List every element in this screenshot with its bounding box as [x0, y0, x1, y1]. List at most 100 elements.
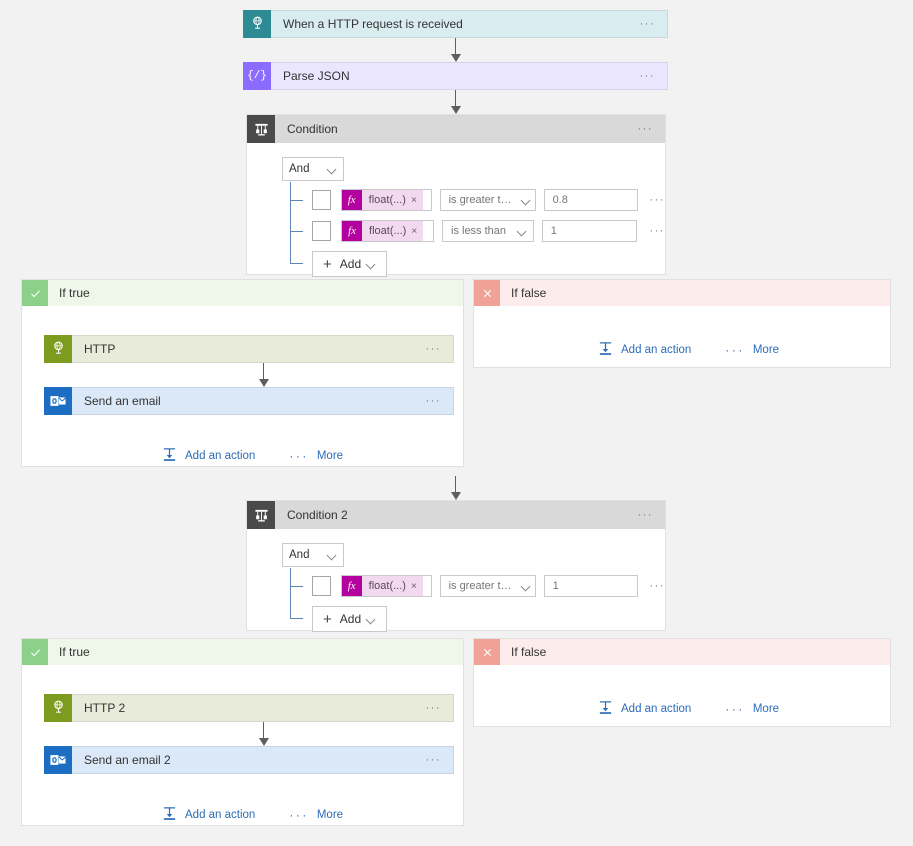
- more-dots-icon: ···: [725, 702, 745, 716]
- condition-1-row-1-operator-value: is greater than o...: [448, 194, 516, 206]
- parse-json-title: Parse JSON: [283, 69, 350, 83]
- condition-2-row-1-operator-value: is greater than o...: [448, 580, 516, 592]
- condition-1-title: Condition: [287, 122, 338, 136]
- trigger-title: When a HTTP request is received: [283, 17, 463, 31]
- add-action-icon: [162, 447, 177, 465]
- action-card-http-2[interactable]: HTTP 2 ···: [44, 693, 454, 722]
- action-card-send-email-2[interactable]: Send an email 2 ···: [44, 745, 454, 774]
- send-email-action-menu-button[interactable]: ···: [425, 395, 441, 407]
- condition-2-row-1-value-input[interactable]: 1: [543, 575, 638, 597]
- condition-2-rail: [290, 568, 291, 618]
- add-action-icon: [598, 700, 613, 718]
- more-button[interactable]: ··· More: [289, 809, 343, 821]
- condition-1-logic-operator-value: And: [289, 163, 310, 175]
- condition-2-logic-operator-select[interactable]: And: [282, 543, 344, 567]
- condition-2-add-button[interactable]: + Add: [312, 606, 388, 632]
- add-an-action-button[interactable]: Add an action: [598, 700, 691, 718]
- condition-1-logic-operator-select[interactable]: And: [282, 157, 344, 181]
- condition-2-row-1-checkbox[interactable]: [312, 576, 331, 596]
- trigger-menu-button[interactable]: ···: [639, 18, 655, 30]
- condition-1-row-1: fx float(...) × is greater than o... 0.8…: [290, 188, 665, 212]
- condition-1-add-label: Add: [339, 257, 362, 271]
- condition-1-row-2-menu-button[interactable]: ···: [649, 225, 665, 237]
- add-an-action-button[interactable]: Add an action: [598, 341, 691, 359]
- http-action-title: HTTP: [84, 342, 116, 356]
- condition-1-add-button[interactable]: + Add: [312, 251, 388, 277]
- condition-1-if-true-scope: If true HTTP ···: [21, 279, 464, 467]
- more-dots-icon: ···: [725, 343, 745, 357]
- condition-2-row-1-left-operand[interactable]: fx float(...) ×: [340, 575, 432, 597]
- condition-1-row-1-left-operand[interactable]: fx float(...) ×: [340, 189, 432, 211]
- condition-scope-1: Condition ··· And fx float(...) ×: [246, 114, 666, 277]
- condition-1-row-1-checkbox[interactable]: [312, 190, 331, 210]
- send-email-2-action-title: Send an email 2: [84, 753, 171, 767]
- http-action-menu-button[interactable]: ···: [425, 343, 441, 355]
- condition-2-if-false-body: Add an action ··· More: [474, 665, 890, 726]
- add-an-action-button[interactable]: Add an action: [162, 806, 255, 824]
- close-icon[interactable]: ×: [410, 580, 417, 592]
- action-card-http[interactable]: HTTP ···: [44, 334, 454, 363]
- add-action-icon: [598, 341, 613, 359]
- condition-2-if-true-header: If true: [22, 639, 463, 665]
- condition-1-if-true-header: If true: [22, 280, 463, 306]
- action-card-parse-json[interactable]: {/} Parse JSON ···: [243, 61, 668, 90]
- condition-1-row-1-value-input[interactable]: 0.8: [543, 189, 638, 211]
- condition-1-menu-button[interactable]: ···: [637, 123, 653, 135]
- condition-2-row-1-menu-button[interactable]: ···: [649, 580, 665, 592]
- parse-json-menu-button[interactable]: ···: [639, 70, 655, 82]
- condition-2-if-true-footer: Add an action ··· More: [162, 806, 343, 824]
- condition-2-row-1-operator-select[interactable]: is greater than o...: [439, 575, 536, 597]
- expression-token[interactable]: fx float(...) ×: [341, 190, 423, 210]
- action-card-send-email[interactable]: Send an email ···: [44, 386, 454, 415]
- expression-token-label: float(...): [368, 580, 406, 592]
- condition-2-header[interactable]: Condition 2 ···: [247, 501, 665, 529]
- expression-token-label: float(...): [368, 194, 406, 206]
- more-dots-icon: ···: [289, 808, 309, 822]
- condition-1-if-false-scope: If false Add an action ···: [473, 279, 891, 368]
- condition-1-header[interactable]: Condition ···: [247, 115, 665, 143]
- http-globe-icon: [44, 693, 72, 722]
- http-2-action-menu-button[interactable]: ···: [425, 702, 441, 714]
- condition-1-row-1-menu-button[interactable]: ···: [649, 194, 665, 206]
- more-button[interactable]: ··· More: [725, 344, 779, 356]
- condition-2-if-false-scope: If false Add an action ···: [473, 638, 891, 727]
- condition-scale-icon: [247, 501, 275, 529]
- condition-1-if-false-title: If false: [511, 286, 547, 300]
- more-button[interactable]: ··· More: [725, 703, 779, 715]
- condition-1-row-1-operator-select[interactable]: is greater than o...: [439, 189, 536, 211]
- condition-1-row-2-checkbox[interactable]: [312, 221, 332, 241]
- add-an-action-button[interactable]: Add an action: [162, 447, 255, 465]
- condition-1-row-2-left-operand[interactable]: fx float(...) ×: [341, 220, 434, 242]
- send-email-2-action-menu-button[interactable]: ···: [425, 754, 441, 766]
- condition-1-row-2-value-input[interactable]: 1: [541, 220, 638, 242]
- outlook-icon: [44, 745, 72, 774]
- more-label: More: [752, 703, 780, 715]
- close-icon[interactable]: ×: [410, 194, 417, 206]
- chevron-down-icon: [367, 260, 376, 269]
- http-2-action-title: HTTP 2: [84, 701, 126, 715]
- condition-1-if-true-title: If true: [59, 286, 90, 300]
- trigger-card-http-request[interactable]: When a HTTP request is received ···: [243, 9, 668, 38]
- chevron-down-icon: [522, 582, 529, 591]
- expression-token[interactable]: fx float(...) ×: [341, 576, 423, 596]
- condition-1-row-2-operator-select[interactable]: is less than: [442, 220, 534, 242]
- add-an-action-label: Add an action: [621, 703, 692, 715]
- connector-parsejson-to-condition: [450, 90, 462, 114]
- condition-2-menu-button[interactable]: ···: [637, 509, 653, 521]
- fx-icon: fx: [342, 221, 363, 241]
- connector-condition1-to-condition2: [450, 476, 462, 500]
- chevron-down-icon: [328, 551, 337, 560]
- checkmark-icon: [22, 639, 48, 665]
- close-icon[interactable]: ×: [411, 225, 418, 237]
- more-button[interactable]: ··· More: [289, 450, 343, 462]
- condition-1-rail: [290, 182, 291, 263]
- more-label: More: [752, 344, 780, 356]
- condition-2-body: And fx float(...) × is greater tha: [247, 529, 665, 646]
- more-label: More: [316, 450, 344, 462]
- expression-token[interactable]: fx float(...) ×: [342, 221, 424, 241]
- json-braces-icon: {/}: [243, 61, 271, 90]
- condition-2-rows: fx float(...) × is greater than o... 1 ·…: [290, 568, 665, 632]
- fx-icon: fx: [341, 190, 362, 210]
- add-an-action-label: Add an action: [621, 344, 692, 356]
